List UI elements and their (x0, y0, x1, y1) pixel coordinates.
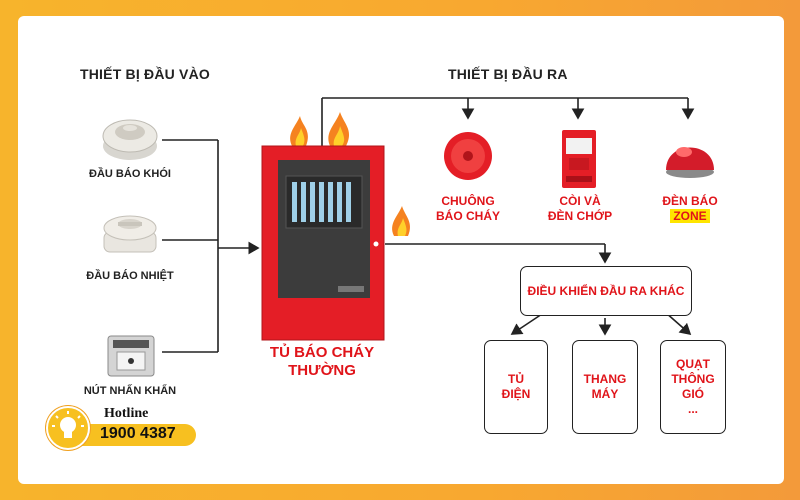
sub-output-1-line1: TỦ (508, 372, 524, 386)
zone-lamp-icon (666, 147, 714, 178)
output-devices-heading: THIẾT BỊ ĐẦU RA (448, 66, 568, 82)
manual-call-point-icon (107, 335, 155, 377)
fire-icon (328, 112, 350, 146)
input-devices-heading: THIẾT BỊ ĐẦU VÀO (80, 66, 210, 82)
fire-icon (290, 116, 308, 146)
sub-output-elevator: THANG MÁY (572, 340, 638, 434)
lightbulb-icon (46, 406, 90, 450)
output-zone-line1: ĐÈN BÁO (662, 194, 718, 208)
smoke-detector-icon (102, 119, 158, 160)
output-label-horn: CÒI VÀ ĐÈN CHỚP (540, 194, 620, 224)
panel-label: TỦ BÁO CHÁY THƯỜNG (252, 344, 392, 380)
sub-output-3-line4: ... (687, 402, 698, 416)
output-horn-line1: CÒI VÀ (559, 194, 601, 208)
fire-bell-icon (444, 132, 492, 180)
sub-output-ventilation-fan: QUẠT THÔNG GIÓ ... (660, 340, 726, 434)
sub-output-3-line3: GIÓ (681, 387, 704, 401)
heat-detector-label: ĐẦU BÁO NHIỆT (86, 270, 174, 282)
hotline-pill (68, 424, 196, 446)
sub-output-3-line2: THÔNG (671, 372, 715, 386)
fire-alarm-panel (261, 145, 385, 341)
manual-call-point-label: NÚT NHẤN KHẨN (83, 385, 177, 397)
hotline-badge[interactable]: Hotline 1900 4387 (44, 402, 204, 450)
output-label-zone: ĐÈN BÁO ZONE (650, 194, 730, 224)
output-bell-line1: CHUÔNG (441, 194, 495, 208)
other-output-control-box: ĐIỀU KHIỂN ĐẦU RA KHÁC (520, 266, 692, 316)
panel-label-line2: THƯỜNG (288, 362, 356, 379)
panel-label-line1: TỦ BÁO CHÁY (269, 344, 375, 361)
sub-output-1-line2: ĐIỆN (501, 387, 531, 401)
output-bell-line2: BÁO CHÁY (435, 209, 500, 223)
fire-icon (392, 206, 411, 236)
horn-strobe-icon (562, 130, 596, 188)
sub-output-electrical-cabinet: TỦ ĐIỆN (484, 340, 548, 434)
hotline-title: Hotline (104, 406, 149, 421)
output-horn-line2: ĐÈN CHỚP (547, 209, 613, 223)
output-label-bell: CHUÔNG BÁO CHÁY (428, 194, 508, 224)
sub-output-3-line1: QUẠT (676, 357, 710, 371)
sub-output-2-line1: THANG (583, 372, 627, 386)
hotline-number[interactable]: 1900 4387 (100, 425, 176, 442)
sub-output-2-line2: MÁY (591, 387, 619, 401)
smoke-detector-label: ĐẦU BÁO KHÓI (89, 168, 171, 180)
heat-detector-icon (103, 215, 157, 253)
zone-badge: ZONE (670, 209, 710, 223)
